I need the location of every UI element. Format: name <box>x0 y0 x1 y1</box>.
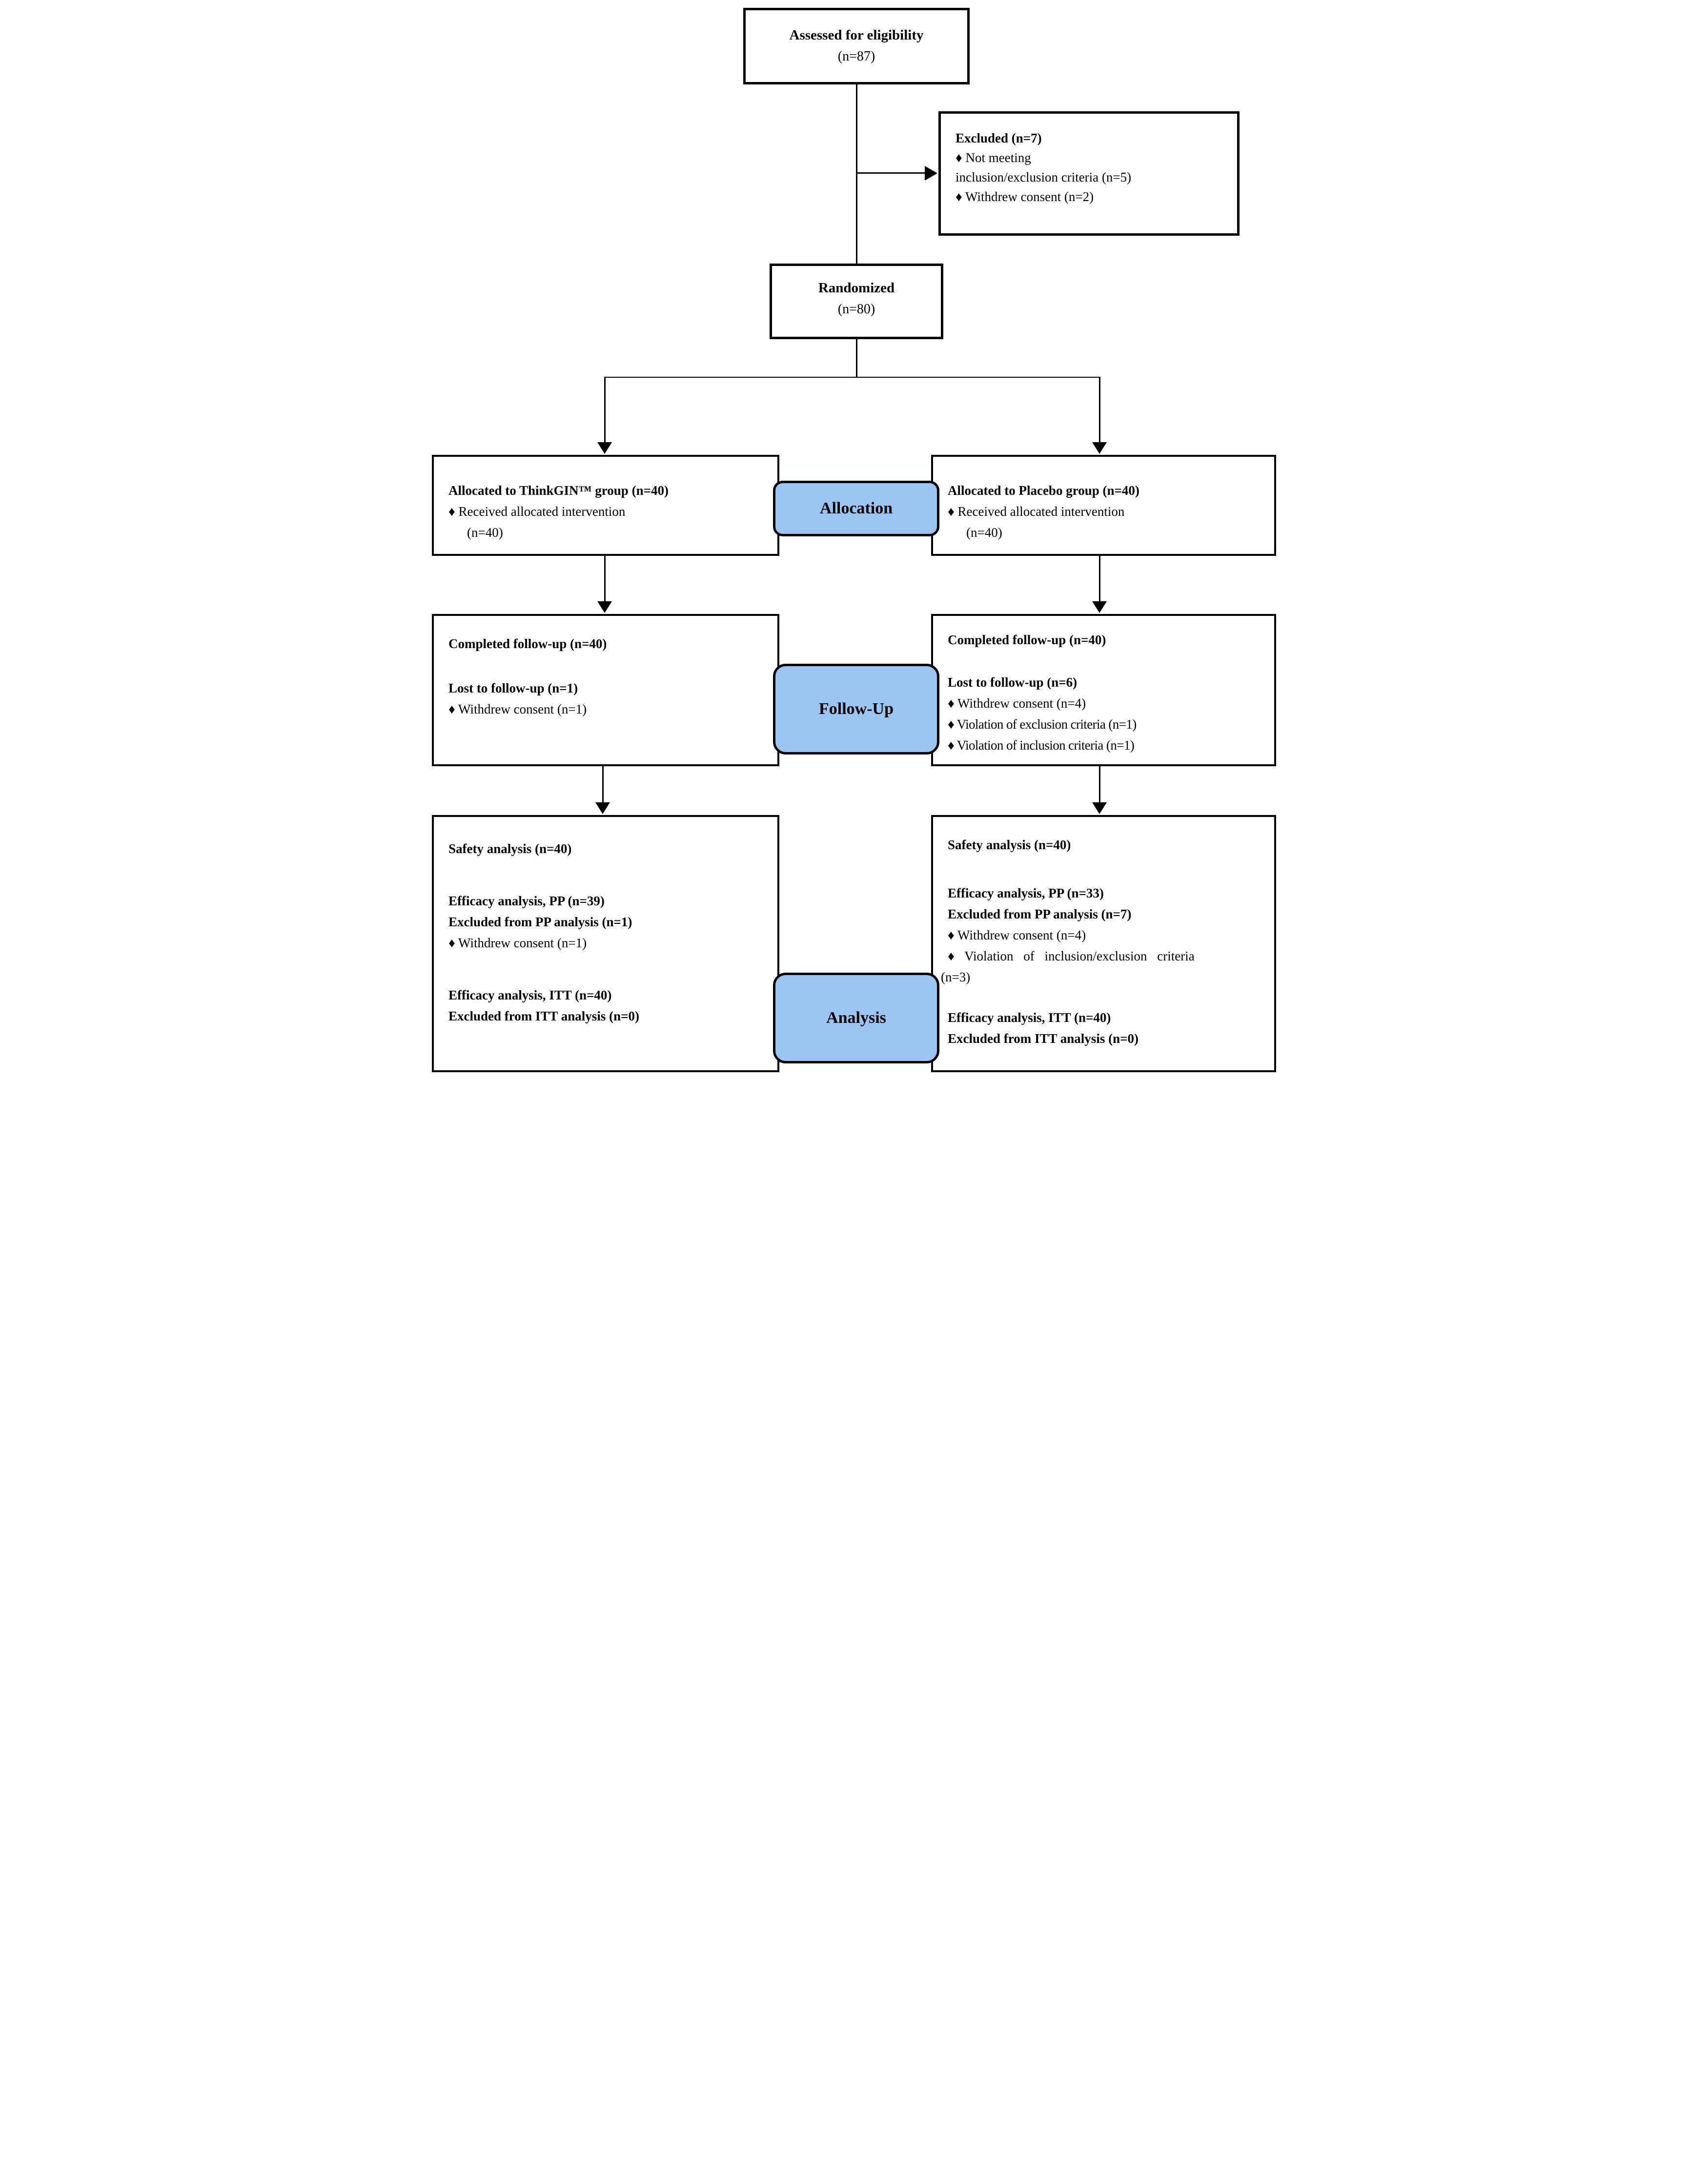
followup-thinkgin-box: Completed follow-up (n=40) Lost to follo… <box>432 614 779 766</box>
spacer <box>434 954 777 985</box>
an-left-itt: Efficacy analysis, ITT (n=40) <box>448 988 612 1002</box>
fu-right-lost: Lost to follow-up (n=6) <box>948 675 1078 690</box>
arrow-down-icon <box>597 442 612 454</box>
connector-fuleft-anleft <box>602 766 604 803</box>
an-right-pp-excluded: Excluded from PP analysis (n=7) <box>948 907 1132 921</box>
an-right-itt: Efficacy analysis, ITT (n=40) <box>948 1010 1111 1025</box>
alloc-right-heading: Allocated to Placebo group (n=40) <box>948 483 1139 498</box>
arrow-down-icon <box>595 802 610 814</box>
connector-branch-excluded <box>857 172 926 174</box>
excluded-item: ♦ Withdrew consent (n=2) <box>956 189 1094 204</box>
stage-label-followup: Follow-Up <box>773 664 939 754</box>
an-left-item: ♦ Withdrew consent (n=1) <box>448 936 587 950</box>
consort-flow-diagram: Assessed for eligibility (n=87) Excluded… <box>427 0 1281 1080</box>
allocation-label: Allocation <box>819 499 893 517</box>
connector-split-right <box>1099 377 1100 444</box>
stage-label-analysis: Analysis <box>773 973 939 1063</box>
connector-randomized-split <box>856 339 857 377</box>
followup-label: Follow-Up <box>819 700 894 718</box>
assessed-count: (n=87) <box>837 49 875 64</box>
followup-placebo-box: Completed follow-up (n=40) Lost to follo… <box>931 614 1276 766</box>
alloc-right-item: ♦ Received allocated intervention <box>948 504 1125 519</box>
alloc-left-item: ♦ Received allocated intervention <box>448 504 626 519</box>
allocated-thinkgin-box: Allocated to ThinkGIN™ group (n=40) ♦ Re… <box>432 455 779 556</box>
spacer <box>933 988 1274 1007</box>
excluded-item-continuation: inclusion/exclusion criteria (n=5) <box>956 170 1132 184</box>
stage-label-allocation: Allocation <box>773 481 939 536</box>
excluded-item: ♦ Not meeting <box>956 150 1031 165</box>
fu-right-item: ♦ Withdrew consent (n=4) <box>948 696 1086 711</box>
randomized-title: Randomized <box>818 280 895 296</box>
an-right-safety: Safety analysis (n=40) <box>948 837 1071 852</box>
fu-right-item: ♦ Violation of inclusion criteria (n=1) <box>948 738 1135 753</box>
an-left-pp-excluded: Excluded from PP analysis (n=1) <box>448 915 632 929</box>
assessed-title: Assessed for eligibility <box>789 27 924 43</box>
alloc-left-heading: Allocated to ThinkGIN™ group (n=40) <box>448 483 669 498</box>
an-right-item: ♦ Withdrew consent (n=4) <box>948 928 1086 942</box>
connector-allocleft-fuleft <box>604 556 606 602</box>
an-left-safety: Safety analysis (n=40) <box>448 841 572 856</box>
arrow-down-icon <box>1092 802 1107 814</box>
spacer <box>933 651 1274 672</box>
connector-split-horizontal <box>604 377 1100 378</box>
analysis-placebo-box: Safety analysis (n=40) Efficacy analysis… <box>931 815 1276 1072</box>
an-right-pp: Efficacy analysis, PP (n=33) <box>948 886 1104 900</box>
randomized-box: Randomized (n=80) <box>770 264 943 339</box>
excluded-heading: Excluded (n=7) <box>956 131 1042 145</box>
allocated-placebo-box: Allocated to Placebo group (n=40) ♦ Rece… <box>931 455 1276 556</box>
fu-right-completed: Completed follow-up (n=40) <box>948 632 1106 647</box>
an-right-item: ♦ Violation of inclusion/exclusion crite… <box>948 949 1195 963</box>
spacer <box>434 654 777 678</box>
randomized-count: (n=80) <box>837 302 875 317</box>
connector-split-left <box>604 377 606 444</box>
spacer <box>933 856 1274 883</box>
fu-left-lost: Lost to follow-up (n=1) <box>448 681 578 695</box>
fu-right-item: ♦ Violation of exclusion criteria (n=1) <box>948 717 1137 732</box>
excluded-box: Excluded (n=7) ♦ Not meeting inclusion/e… <box>938 111 1240 236</box>
fu-left-item: ♦ Withdrew consent (n=1) <box>448 702 587 716</box>
an-right-item-continuation: (n=3) <box>941 970 971 984</box>
spacer <box>434 859 777 891</box>
an-right-itt-excluded: Excluded from ITT analysis (n=0) <box>948 1031 1139 1046</box>
assessed-box: Assessed for eligibility (n=87) <box>743 8 970 84</box>
connector-assessed-randomized <box>856 84 857 264</box>
arrow-down-icon <box>1092 601 1107 613</box>
connector-allocright-furight <box>1099 556 1100 602</box>
arrow-down-icon <box>1092 442 1107 454</box>
arrow-down-icon <box>597 601 612 613</box>
fu-left-completed: Completed follow-up (n=40) <box>448 636 607 651</box>
analysis-label: Analysis <box>826 1009 886 1027</box>
alloc-left-item-continuation: (n=40) <box>467 525 503 540</box>
analysis-thinkgin-box: Safety analysis (n=40) Efficacy analysis… <box>432 815 779 1072</box>
an-left-pp: Efficacy analysis, PP (n=39) <box>448 894 605 908</box>
connector-furight-anright <box>1099 766 1100 803</box>
arrow-right-icon <box>925 166 937 181</box>
alloc-right-item-continuation: (n=40) <box>966 525 1002 540</box>
an-left-itt-excluded: Excluded from ITT analysis (n=0) <box>448 1009 639 1023</box>
